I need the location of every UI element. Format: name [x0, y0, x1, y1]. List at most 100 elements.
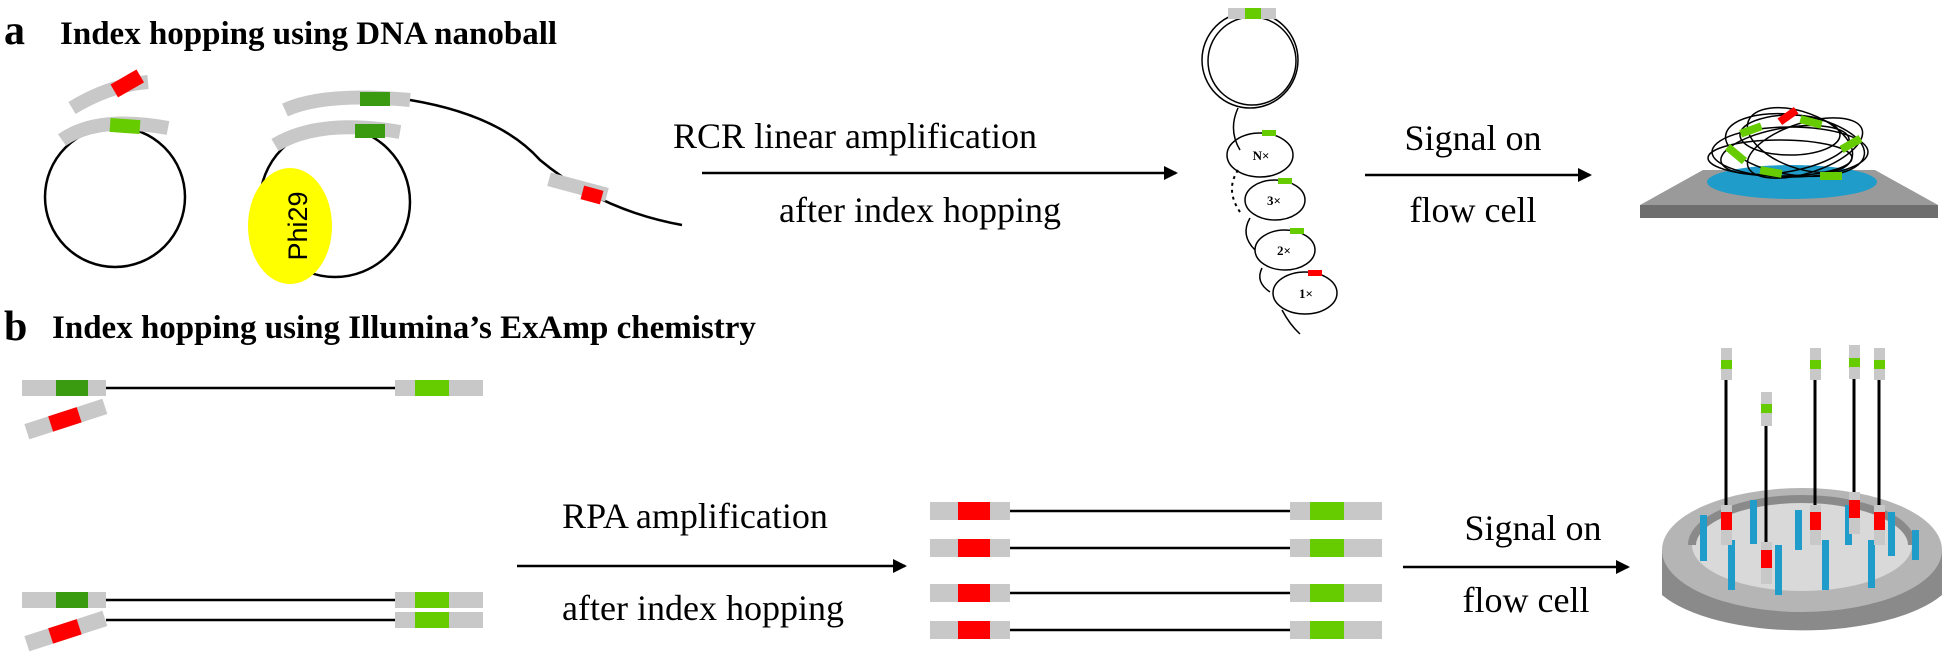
nanoball-green-index: [1799, 115, 1823, 129]
displaced-strand: [409, 98, 683, 227]
red-index: [958, 502, 990, 520]
loop-green-index: [1245, 8, 1261, 19]
green-index: [415, 380, 449, 396]
rcr-strand: [1232, 107, 1241, 151]
seq-strand: [1810, 348, 1821, 545]
circular-template-2: Phi29: [248, 90, 683, 284]
patterned-flow-cell: [1662, 345, 1942, 631]
copy-loop-n: [1226, 132, 1294, 178]
copy-loop-2: [1254, 229, 1316, 271]
copy-loop-3: [1244, 179, 1306, 221]
copy-loop-1: [1272, 271, 1338, 315]
cluster: [1822, 540, 1829, 590]
panel-a-title: Index hopping using DNA nanoball: [60, 16, 557, 52]
cluster: [1888, 512, 1895, 556]
seq-strand: [1761, 392, 1772, 584]
red-index: [958, 539, 990, 557]
copy-green-index: [1278, 178, 1292, 184]
nanoball-red-index: [1777, 106, 1799, 126]
rcr-arrow-label-1: RCR linear amplification: [673, 116, 1037, 156]
copy-red-index: [1308, 270, 1322, 276]
rcr-strand: [1259, 267, 1271, 293]
panel-b: b Index hopping using Illumina’s ExAmp c…: [4, 304, 1942, 652]
cluster: [1775, 545, 1782, 595]
red-index: [48, 407, 82, 432]
bound-primer-2: [24, 610, 108, 652]
nanoball-flow-cell: [1640, 106, 1938, 218]
dark-green-index: [355, 124, 385, 138]
nanoball-green-index: [1820, 172, 1842, 180]
seq-strand: [1874, 348, 1885, 545]
phi29-polymerase: [248, 168, 332, 284]
template-loop: [1201, 11, 1299, 109]
hopped-red-index: [580, 185, 604, 205]
green-index: [1310, 621, 1344, 639]
nanoball-green-index: [1759, 166, 1783, 178]
signal-arrow-b: Signal on flow cell: [1403, 508, 1630, 620]
circular-template-1: [43, 69, 187, 269]
panel-b-title: Index hopping using Illumina’s ExAmp che…: [52, 310, 756, 346]
cluster: [1912, 530, 1919, 560]
red-index: [110, 69, 144, 98]
green-index: [415, 612, 449, 628]
copy-label-1: 1×: [1299, 286, 1313, 301]
red-index: [958, 584, 990, 602]
phi29-label: Phi29: [283, 191, 313, 260]
input-molecule-1: [22, 380, 483, 396]
copy-label-3: 3×: [1267, 193, 1281, 208]
cluster: [1728, 540, 1735, 590]
green-index: [1310, 584, 1344, 602]
rcr-strand: [1245, 217, 1256, 251]
extended-adapter: [282, 90, 411, 117]
panel-a-letter: a: [4, 8, 25, 54]
dark-green-index: [56, 592, 88, 608]
copy-label-n: N×: [1253, 148, 1270, 163]
product-molecule: [930, 584, 1382, 602]
cluster: [1750, 500, 1757, 544]
copy-green-index: [1290, 228, 1304, 234]
cluster: [1795, 510, 1802, 550]
dark-green-index: [360, 92, 390, 106]
signal-arrow-a-label-2: flow cell: [1410, 190, 1537, 230]
rcr-product: N× 3× 2× 1×: [1201, 8, 1338, 335]
free-primer-1: [24, 398, 108, 440]
signal-arrow-b-label-1: Signal on: [1464, 508, 1601, 548]
panel-a: a Index hopping using DNA nanoball Phi29…: [4, 8, 1938, 335]
green-index: [1310, 502, 1344, 520]
seq-strand: [1721, 348, 1732, 545]
product-molecule: [930, 621, 1382, 639]
product-molecule: [930, 502, 1382, 520]
red-index: [48, 619, 82, 644]
copy-green-index: [1262, 130, 1276, 136]
copy-label-2: 2×: [1277, 243, 1291, 258]
rcr-arrow-label-2: after index hopping: [779, 190, 1061, 230]
dotted-continuation: [1231, 169, 1241, 213]
rcr-arrow: RCR linear amplification after index hop…: [673, 116, 1178, 230]
template-circle: [43, 125, 187, 269]
rpa-arrow-label-1: RPA amplification: [562, 496, 828, 536]
red-index: [958, 621, 990, 639]
signal-arrow-b-label-2: flow cell: [1463, 580, 1590, 620]
nanoball-green-index: [1839, 135, 1863, 153]
cluster: [1700, 515, 1707, 561]
input-molecule-2: [22, 592, 483, 628]
rpa-arrow: RPA amplification after index hopping: [517, 496, 907, 628]
nanoball-green-index: [1739, 122, 1763, 138]
amplified-products: [930, 502, 1382, 639]
green-index: [109, 117, 141, 135]
green-index: [1310, 539, 1344, 557]
product-molecule: [930, 539, 1382, 557]
seq-strand: [1849, 345, 1860, 534]
template-loop-inner: [1207, 16, 1297, 106]
cluster: [1868, 540, 1875, 588]
dark-green-index: [56, 380, 88, 396]
cluster: [1845, 505, 1852, 545]
bound-adapter: [58, 116, 170, 146]
signal-arrow-a: Signal on flow cell: [1365, 118, 1592, 230]
nanoball-green-index: [1725, 143, 1747, 165]
panel-b-letter: b: [4, 304, 27, 350]
flow-cell-edge: [1640, 205, 1938, 218]
nanoball-footprint: [1707, 165, 1877, 199]
rpa-arrow-label-2: after index hopping: [562, 588, 844, 628]
